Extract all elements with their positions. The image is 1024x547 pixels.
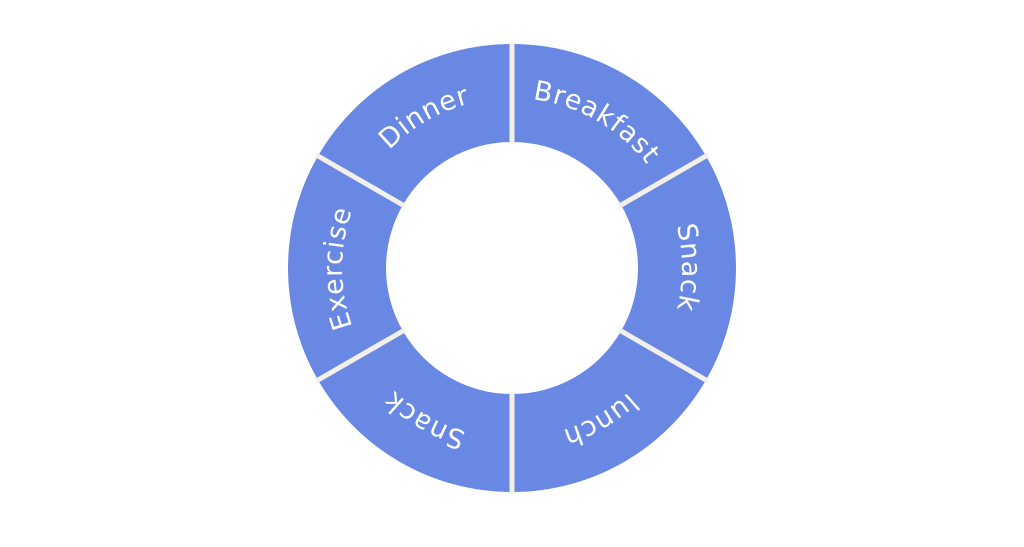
segment-divider [618,152,709,209]
segment-label-2: Snack [670,221,706,316]
segment-divider [315,152,406,209]
ring-segment-3 [512,331,706,492]
segment-divider [315,327,406,384]
ring-segment-2 [621,156,737,380]
ring-segment-1 [512,44,706,205]
ring-segment-6 [318,44,512,205]
segment-divider [618,327,709,384]
ring-segments [287,42,737,494]
ring-segment-4 [318,331,512,492]
ring-segment-5 [287,156,403,380]
